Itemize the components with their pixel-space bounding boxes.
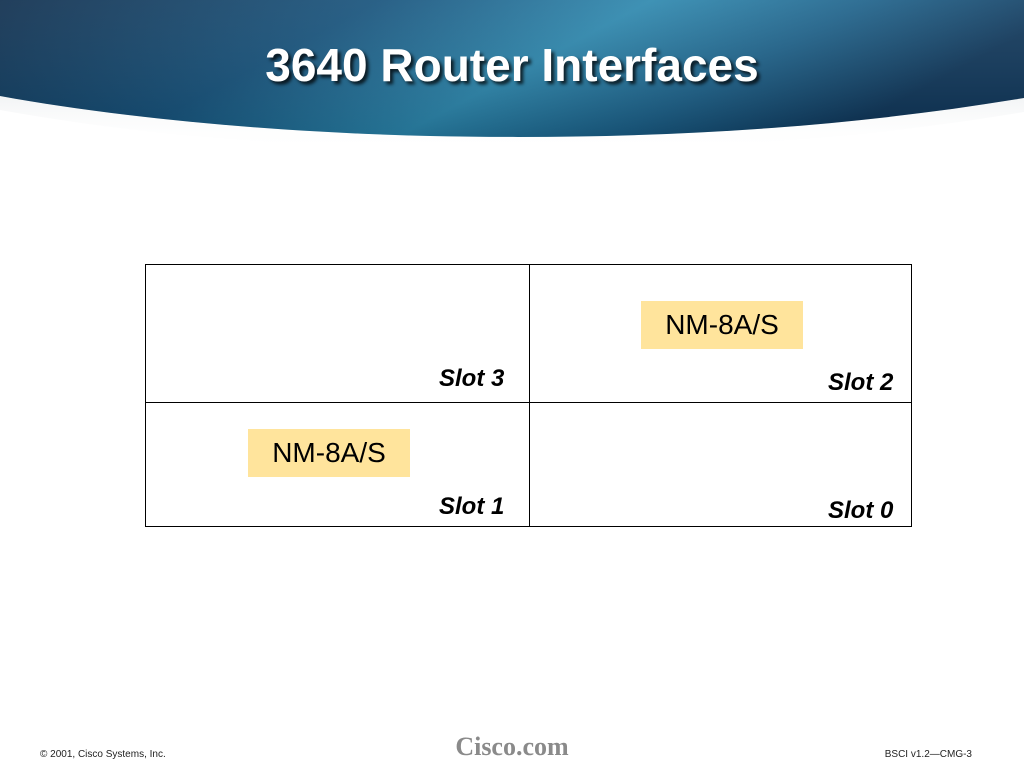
- footer-copyright: © 2001, Cisco Systems, Inc.: [40, 749, 166, 760]
- slide-title: 3640 Router Interfaces: [265, 39, 759, 91]
- slot-2-module: NM-8A/S: [641, 301, 803, 349]
- footer-logo: Cisco.com: [455, 732, 569, 761]
- grid-horizontal-divider: [146, 402, 911, 403]
- banner-background: [0, 0, 1024, 151]
- header-banner: [0, 0, 1024, 160]
- router-slot-grid: Slot 3 NM-8A/S Slot 2 NM-8A/S Slot 1 Slo…: [145, 264, 912, 527]
- slot-2-label: Slot 2: [828, 369, 894, 396]
- footer-course-code: BSCI v1.2—CMG-3: [884, 749, 972, 760]
- slot-0-label: Slot 0: [828, 497, 894, 524]
- grid-vertical-divider: [529, 265, 530, 526]
- slot-1-module: NM-8A/S: [248, 429, 410, 477]
- slot-3-label: Slot 3: [439, 365, 505, 392]
- slot-1-label: Slot 1: [439, 493, 505, 520]
